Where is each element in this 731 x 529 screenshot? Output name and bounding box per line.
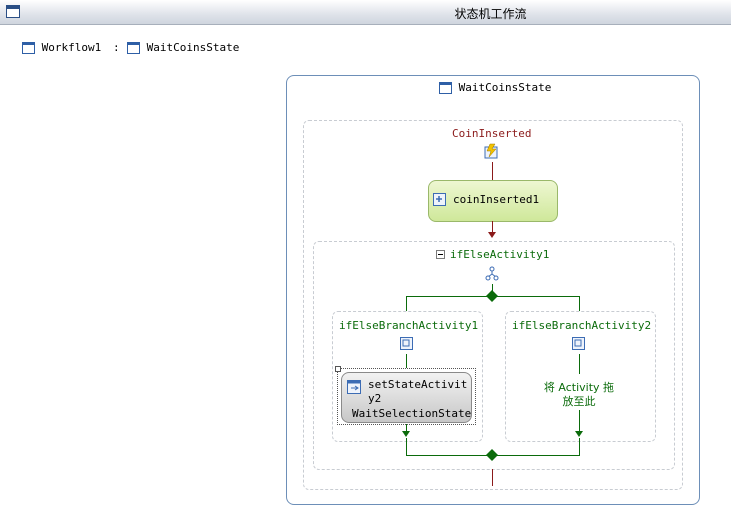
connector: [579, 354, 580, 374]
if-else-label: ifElseActivity1: [450, 248, 550, 261]
event-driven-label: CoinInserted: [452, 127, 532, 140]
selection-handle[interactable]: [335, 366, 341, 372]
branch-1-label: ifElseBranchActivity1: [339, 319, 479, 332]
title-bar: 状态机工作流: [0, 0, 731, 25]
breadcrumb-root-label: Workflow1: [41, 41, 102, 54]
state-icon: [439, 82, 452, 94]
connector: [579, 438, 580, 455]
connector: [579, 410, 580, 432]
state-icon: [127, 42, 140, 54]
if-else-branch-2[interactable]: [505, 311, 656, 442]
event-lightning-icon: [484, 143, 498, 159]
merge-diamond-icon: [486, 449, 498, 461]
collapse-icon[interactable]: [436, 250, 446, 260]
breadcrumb-current-label: WaitCoinsState: [146, 41, 240, 54]
set-state-target: WaitSelectionState: [352, 407, 472, 420]
set-state-name-line2: y2: [368, 392, 382, 405]
arrow-down-icon: [402, 431, 410, 437]
set-state-activity[interactable]: setStateActivit y2 WaitSelectionState: [341, 372, 472, 423]
workflow-window-icon: [6, 5, 20, 18]
handle-external-event-label: coinInserted1: [453, 193, 540, 206]
connector: [406, 438, 407, 455]
connector: [406, 354, 407, 368]
connector: [492, 221, 493, 233]
branch-2-label: ifElseBranchActivity2: [512, 319, 652, 332]
handle-event-icon: [433, 193, 446, 206]
handle-external-event-activity[interactable]: coinInserted1: [428, 180, 558, 222]
set-state-name-line1: setStateActivit: [368, 378, 468, 391]
branch-diamond-icon: [486, 290, 498, 302]
connector: [492, 162, 493, 180]
state-container[interactable]: WaitCoinsState CoinInserted coinInserted…: [286, 75, 700, 505]
breadcrumb-current[interactable]: WaitCoinsState: [127, 40, 239, 56]
drop-hint[interactable]: 将 Activity 拖 放至此: [543, 381, 615, 408]
arrow-down-icon: [575, 431, 583, 437]
state-title: WaitCoinsState: [458, 81, 552, 94]
window-title: 状态机工作流: [454, 7, 527, 21]
connector: [492, 284, 493, 296]
breadcrumb-root[interactable]: Workflow1: [22, 40, 101, 56]
state-header[interactable]: WaitCoinsState: [439, 81, 551, 94]
arrow-down-icon: [488, 232, 496, 238]
connector: [406, 424, 407, 432]
workflow-icon: [22, 42, 35, 54]
if-else-container[interactable]: [313, 241, 675, 470]
connector: [406, 296, 407, 311]
connector: [579, 296, 580, 311]
breadcrumb-separator: :: [113, 41, 120, 54]
if-else-branch-1[interactable]: [332, 311, 483, 442]
connector: [492, 469, 493, 486]
branch-icon: [572, 337, 585, 350]
event-driven-container[interactable]: [303, 120, 683, 490]
if-else-icon: [485, 266, 499, 281]
branch-icon: [400, 337, 413, 350]
set-state-icon: [347, 380, 361, 394]
